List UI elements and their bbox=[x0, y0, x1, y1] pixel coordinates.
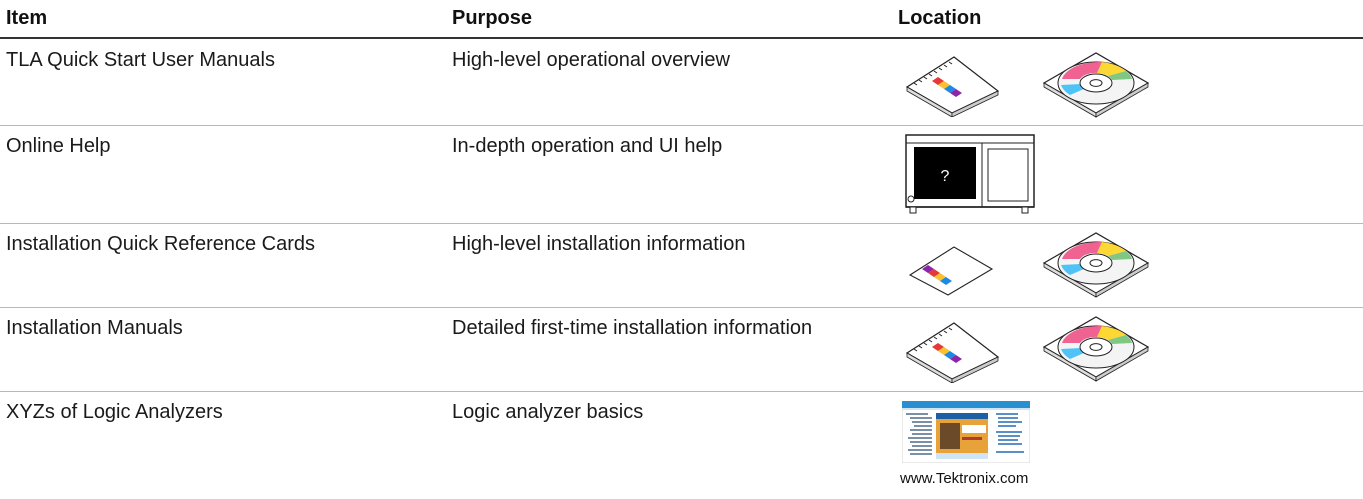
purpose-cell: In-depth operation and UI help bbox=[452, 135, 723, 157]
table-row: Installation Quick Reference Cards High-… bbox=[0, 223, 1363, 308]
item-cell: Installation Manuals bbox=[6, 317, 183, 339]
column-header-location: Location bbox=[898, 7, 982, 29]
location-cell: ? bbox=[898, 125, 1358, 223]
instrument-help-screen-icon: ? bbox=[905, 134, 1035, 214]
location-caption: www.Tektronix.com bbox=[900, 470, 1029, 487]
help-question-glyph: ? bbox=[941, 168, 950, 185]
purpose-cell: High-level installation information bbox=[452, 233, 746, 255]
purpose-cell: Detailed first-time installation informa… bbox=[452, 317, 813, 339]
item-cell: Online Help bbox=[6, 135, 111, 157]
website-screenshot-icon bbox=[902, 401, 1030, 463]
location-cell bbox=[898, 39, 1358, 125]
cd-icon bbox=[1042, 232, 1150, 298]
location-cell bbox=[898, 391, 1358, 498]
manual-icon bbox=[905, 56, 1000, 117]
table-row: Online Help In-depth operation and UI he… bbox=[0, 125, 1363, 224]
table-row: TLA Quick Start User Manuals High-level … bbox=[0, 39, 1363, 126]
table-row: Installation Manuals Detailed first-time… bbox=[0, 307, 1363, 392]
location-cell bbox=[898, 307, 1358, 391]
column-header-purpose: Purpose bbox=[452, 7, 533, 29]
purpose-cell: Logic analyzer basics bbox=[452, 401, 644, 423]
item-cell: XYZs of Logic Analyzers bbox=[6, 401, 223, 423]
purpose-cell: High-level operational overview bbox=[452, 49, 730, 71]
table-header: Item Purpose Location bbox=[0, 0, 1363, 39]
reference-card-icon bbox=[908, 246, 994, 296]
cd-icon bbox=[1042, 52, 1150, 118]
cd-icon bbox=[1042, 316, 1150, 382]
column-header-item: Item bbox=[6, 7, 48, 29]
item-cell: Installation Quick Reference Cards bbox=[6, 233, 316, 255]
manual-icon bbox=[905, 322, 1000, 383]
item-cell: TLA Quick Start User Manuals bbox=[6, 49, 275, 71]
location-cell bbox=[898, 223, 1358, 307]
table-row: XYZs of Logic Analyzers Logic analyzer b… bbox=[0, 391, 1363, 498]
